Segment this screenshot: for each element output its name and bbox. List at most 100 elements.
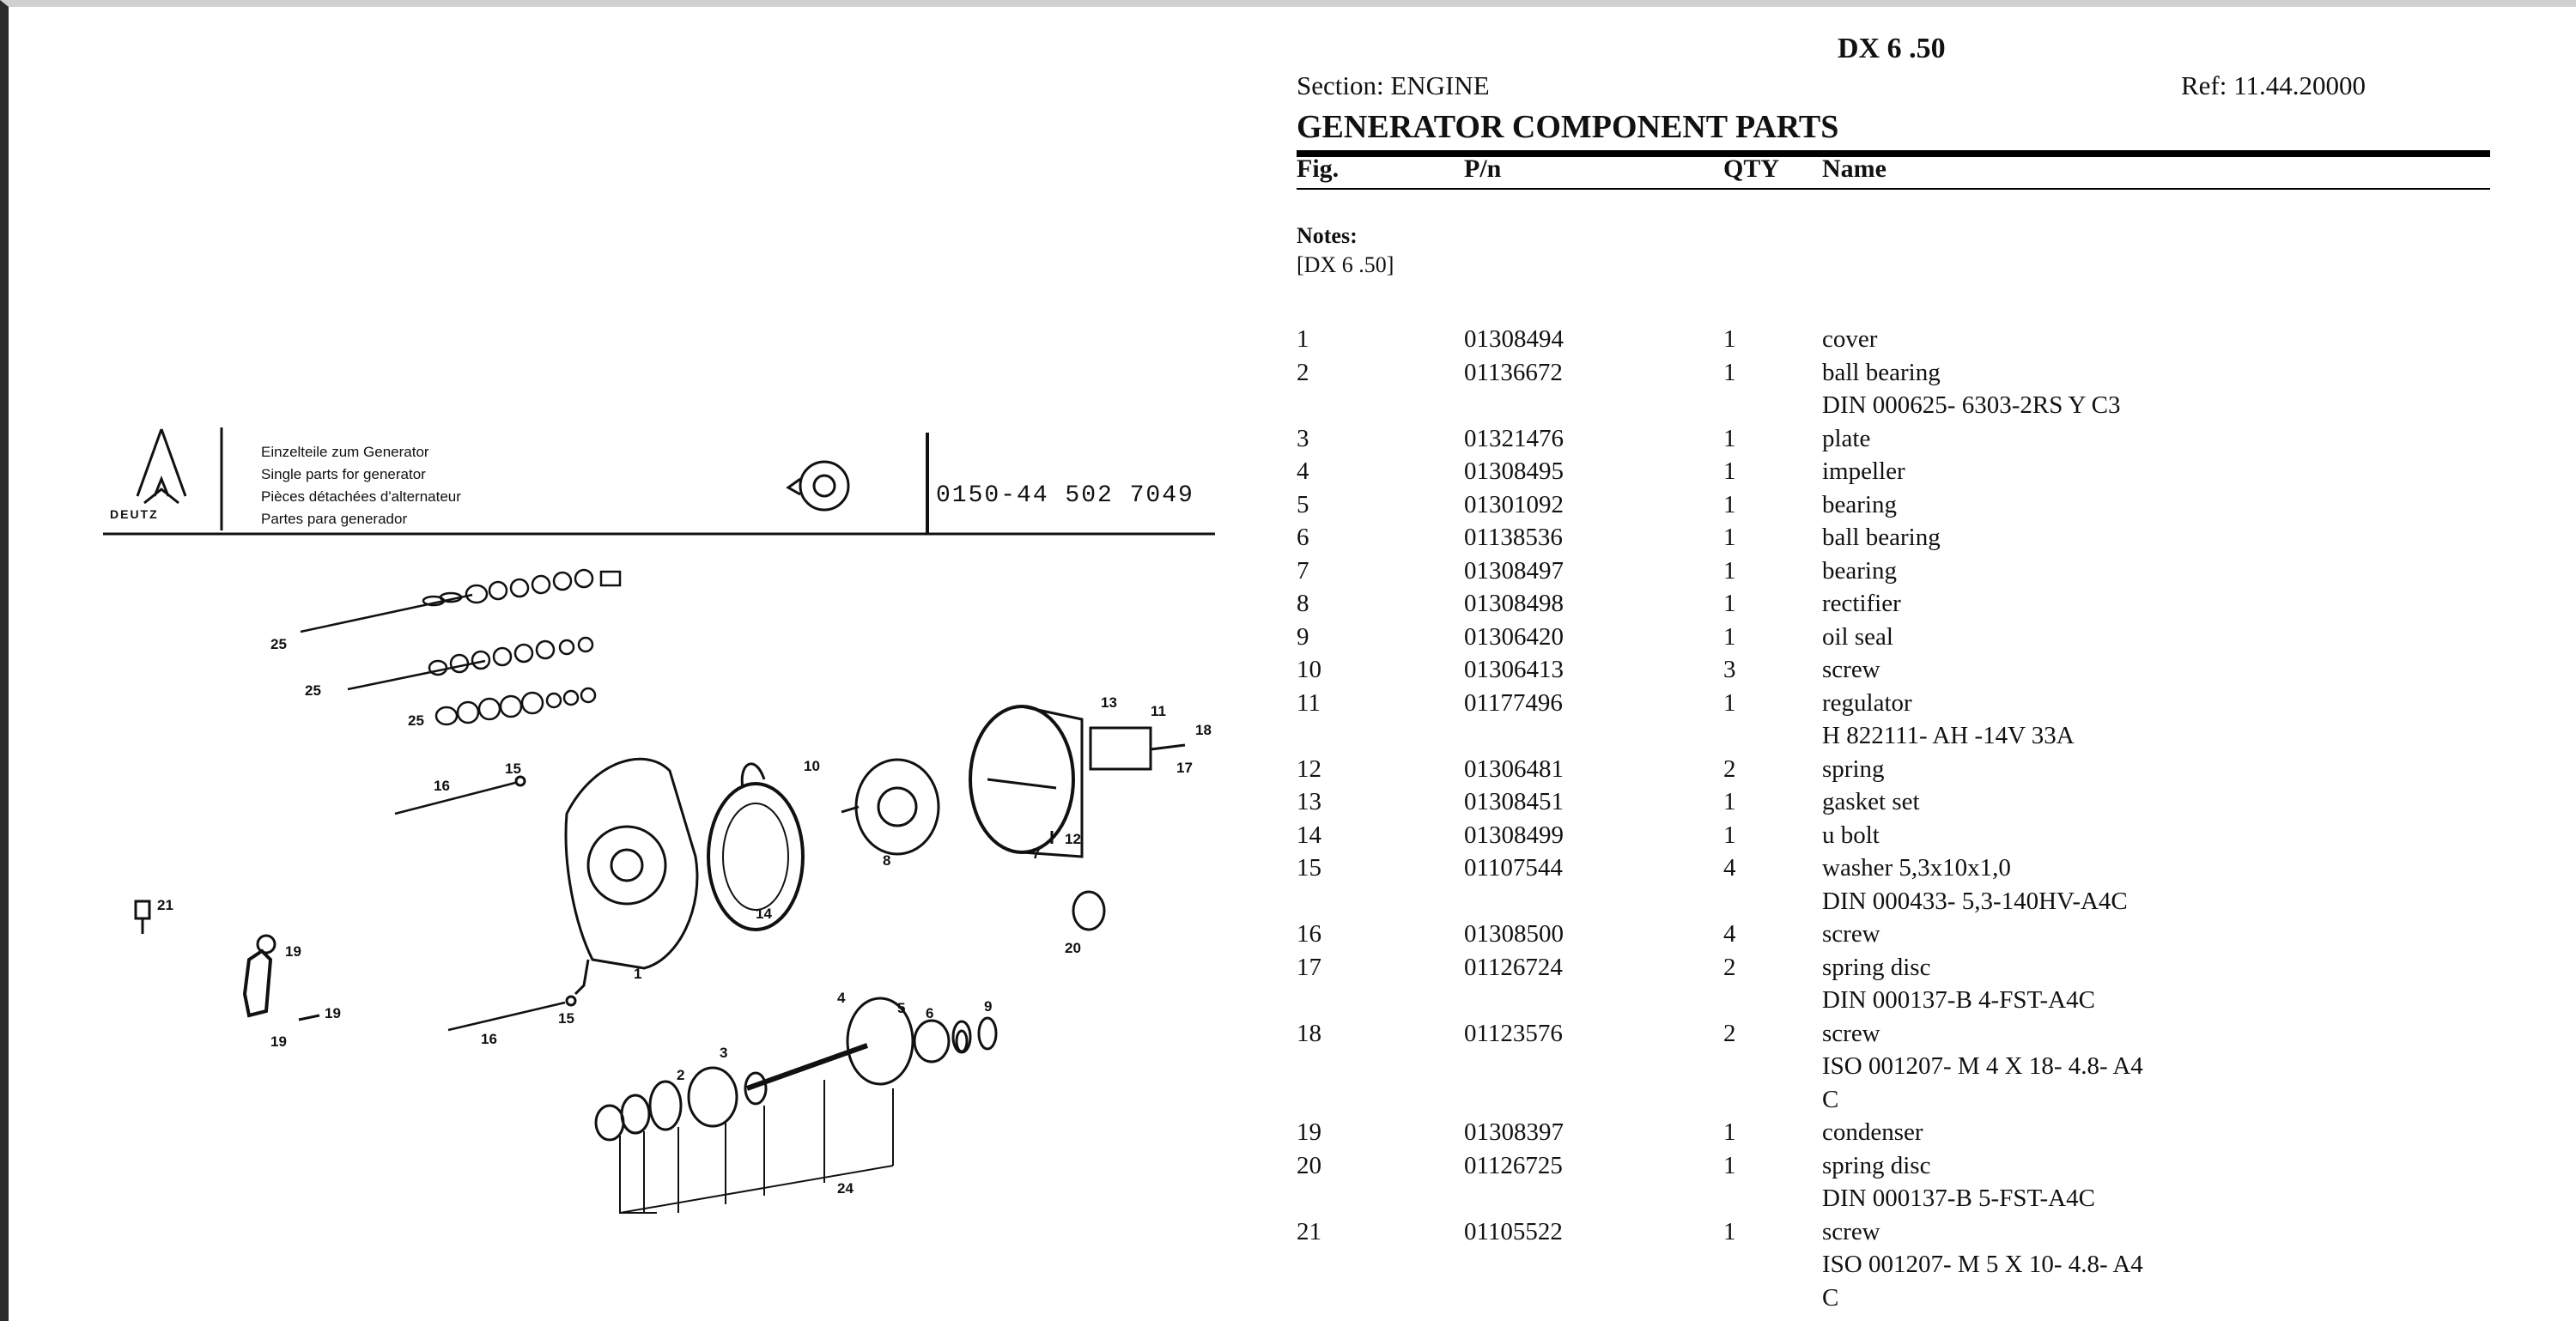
callout-18: 18 [1195,722,1212,738]
cell-qty: 4 [1723,920,1736,948]
callout-5: 5 [897,1000,905,1016]
cell-name-line: ball bearing [1822,524,1941,551]
cell-qty: 1 [1723,556,1736,585]
cell-qty: 2 [1723,1019,1736,1047]
cell-fig: 17 [1297,953,1321,981]
cell-name-line: gasket set [1822,788,1920,815]
cell-pn: 01306420 [1464,622,1564,651]
notes-label: Notes: [1297,223,1358,248]
callout-14: 14 [756,906,772,922]
cell-fig: 6 [1297,524,1309,551]
cell-name: regulator H 822111- AH -14V 33A [1822,687,2183,753]
cell-name-line: regulator [1822,688,1912,717]
cell-pn: 01321476 [1464,424,1564,452]
brand-logo-text: DEUTZ [110,507,159,521]
cell-name: bearing [1822,488,2183,522]
col-header-name: Name [1822,155,1886,183]
cell-fig: 5 [1297,490,1309,518]
cell-pn: 01308495 [1464,458,1564,485]
cell-pn: 01138536 [1464,524,1563,551]
callout-16: 16 [434,778,450,794]
header-rule [1297,150,2490,157]
cell-fig: 18 [1297,1019,1321,1047]
cell-name-line: rectifier [1822,590,1901,617]
section-label: Section: ENGINE [1297,70,1490,100]
callout-19: 19 [285,943,301,960]
cell-pn: 01123576 [1464,1019,1563,1047]
cell-pn: 01107544 [1464,854,1563,882]
parts-list-panel: DX 6 .50 Section: ENGINE Ref: 11.44.2000… [1297,7,2499,1321]
cell-name-line: bearing [1822,490,1897,518]
cell-qty: 3 [1723,656,1736,683]
cell-pn: 01301092 [1464,490,1564,518]
page-title: GENERATOR COMPONENT PARTS [1297,109,1839,145]
callout-11: 11 [1151,703,1166,719]
callout-15: 15 [558,1010,574,1027]
callout-10: 10 [804,758,820,774]
cell-name-line: C [1822,1283,1839,1312]
cell-qty: 4 [1723,854,1736,882]
cell-name: ball bearing [1822,521,2183,554]
cell-name: impeller [1822,455,2183,488]
cell-fig: 15 [1297,854,1321,882]
cell-qty: 1 [1723,490,1736,518]
callout-25: 25 [408,712,424,729]
cell-name: gasket [1822,1314,2183,1321]
cell-fig: 19 [1297,1118,1321,1146]
table-row: 3 01321476 1 plate [1297,422,2499,456]
cell-fig: 22 [1297,1314,1464,1321]
cell-fig: 3 [1297,424,1309,452]
cell-qty: 1 [1723,424,1736,452]
cell-name: plate [1822,422,2183,456]
cell-fig: 20 [1297,1151,1321,1179]
cell-qty: 1 [1723,821,1736,849]
cell-name-line: ISO 001207- M 4 X 18- 4.8- A4 [1822,1052,2143,1080]
cell-name-line: screw [1822,1217,1880,1245]
reference-number: Ref: 11.44.20000 [2181,70,2366,100]
cell-qty: 1 [1723,358,1736,386]
callout-23: 21 [157,897,173,913]
cell-name-line: spring disc [1822,953,1931,981]
callout-20: 19 [270,1033,287,1050]
callout-22: 20 [1065,940,1081,956]
cell-name-line: impeller [1822,458,1905,485]
cell-pn: 01136672 [1464,358,1563,386]
cell-pn: 01308498 [1464,590,1564,617]
cell-fig: 12 [1297,754,1321,783]
cell-name: bearing [1822,554,2183,588]
cell-qty: 1 [1723,524,1736,551]
cell-name-line: condenser [1822,1118,1923,1146]
cell-name-line: screw [1822,920,1880,948]
cell-name-line: DIN 000137-B 5-FST-A4C [1822,1185,2095,1212]
cell-qty: 1 [1723,590,1736,617]
cell-name: cover [1822,323,2183,356]
cell-name-line: ISO 001207- M 5 X 10- 4.8- A4 [1822,1251,2143,1278]
cell-fig: 2 [1297,358,1309,386]
callout-13: 13 [1101,694,1117,711]
table-row: 5 01301092 1 bearing [1297,488,2499,522]
cell-fig: 10 [1297,656,1321,683]
callout-25: 25 [270,636,287,652]
cell-name-line: washer 5,3x10x1,0 [1822,854,2011,882]
callout-24: 24 [837,1180,854,1197]
cell-name-line: H 822111- AH -14V 33A [1822,722,2075,749]
cell-fig: 16 [1297,920,1321,948]
col-header-pn: P/n [1464,155,1502,183]
callout-25: 25 [305,682,321,699]
cell-fig: 21 [1297,1217,1321,1245]
diagram-caption: Einzelteile zum Generator Single parts f… [261,444,461,527]
